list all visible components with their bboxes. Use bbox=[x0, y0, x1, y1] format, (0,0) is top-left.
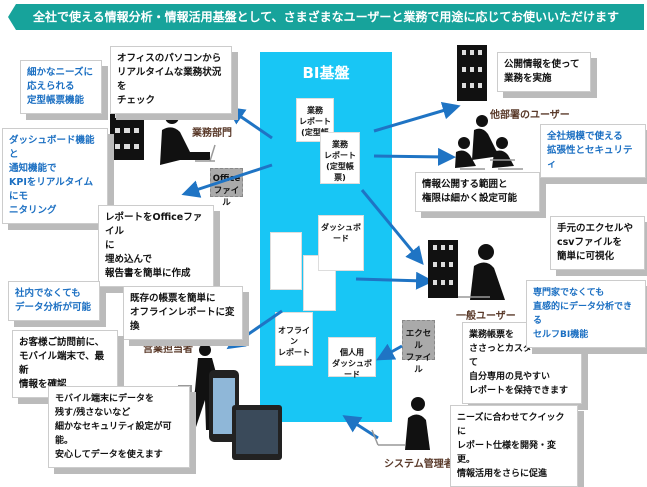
box-office-pc: オフィスのパソコンから リアルタイムな業務状況を チェック bbox=[110, 46, 232, 114]
report-doc-1: 業務 レポート (定型帳 bbox=[296, 98, 334, 142]
box-public-info: 公開情報を使って 業務を実施 bbox=[497, 52, 591, 92]
box-self-bi: 専門家でなくても 直感的にデータ分析できる セルフBI機能 bbox=[526, 280, 646, 348]
report-doc-2: 業務 レポート (定型帳票) bbox=[320, 132, 360, 184]
arrow-to-team bbox=[373, 147, 456, 166]
label-business-dept: 業務部門 bbox=[192, 128, 232, 139]
header-banner: 全社で使える情報分析・情報活用基盤として、さまざまなユーザーと業務で用途に応じて… bbox=[8, 4, 644, 30]
label-sales: 営業担当者 bbox=[143, 344, 193, 355]
dashboard-doc: ダッシュボード bbox=[318, 215, 364, 271]
box-offline-convert: 既存の帳票を簡単に オフラインレポートに変換 bbox=[123, 286, 243, 340]
personal-dashboard-doc: 個人用 ダッシュボード bbox=[328, 337, 376, 379]
arrow-to-office-embed bbox=[181, 163, 273, 198]
bi-platform-title: BI基盤 bbox=[302, 64, 350, 82]
arrow-to-other-dept bbox=[373, 101, 461, 133]
label-sysadmin: システム管理者 bbox=[384, 459, 454, 470]
box-outside-analysis: 社内でなくても データ分析が可能 bbox=[8, 281, 100, 321]
box-scalability: 全社規模で使える 拡張性とセキュリティ bbox=[540, 124, 646, 178]
building-icon bbox=[457, 45, 487, 101]
box-mobile-security: モバイル端末にデータを 残す/残さないなど 細かなセキュリティ設定が可能。 安心… bbox=[48, 386, 190, 468]
arrow-to-general-user-1 bbox=[360, 189, 424, 265]
building-icon bbox=[428, 240, 458, 298]
label-general-user: 一般ユーザー bbox=[456, 311, 516, 322]
arrow-to-business-dept bbox=[226, 106, 273, 140]
building-icon bbox=[110, 108, 144, 160]
arrow-to-general-user-2 bbox=[355, 271, 434, 290]
box-excel-csv: 手元のエクセルや csvファイルを 簡単に可視化 bbox=[550, 216, 645, 270]
box-permissions: 情報公開する範囲と 権限は細かく設定可能 bbox=[415, 172, 540, 212]
label-other-dept: 他部署のユーザー bbox=[490, 110, 570, 121]
box-office-embed: レポートをOfficeファイル に 埋め込んで 報告書を簡単に作成 bbox=[98, 205, 214, 287]
laptop-icons bbox=[195, 144, 523, 446]
box-dashboard-kpi: ダッシュボード機能と 通知機能で KPIをリアルタイムにモ ニタリング bbox=[2, 128, 108, 224]
arrow-to-personal-dashboard bbox=[376, 343, 403, 361]
blank-doc-1 bbox=[270, 232, 302, 290]
offline-report-doc: オフライン レポート bbox=[275, 312, 313, 366]
box-fixed-report: 細かなニーズに 応えられる 定型帳票機能 bbox=[20, 60, 102, 114]
excel-file: エクセル ファイル bbox=[402, 320, 435, 375]
